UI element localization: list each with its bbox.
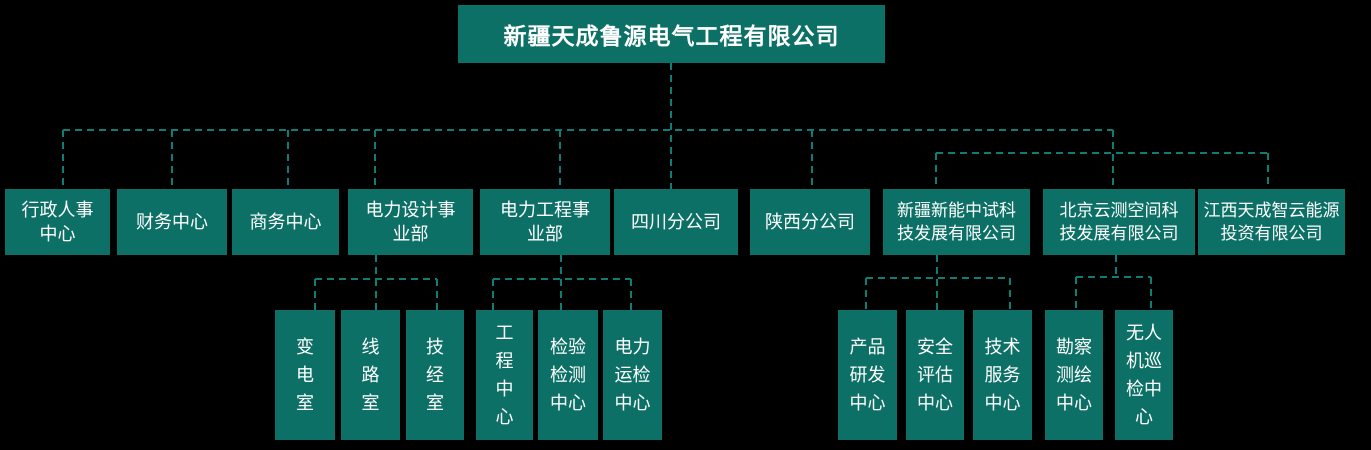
org-node-xinjiang-xinneng-co: 新疆新能中试科 技发展有限公司	[883, 189, 1030, 255]
org-node-survey-mapping-center: 勘察 测绘 中心	[1045, 310, 1103, 440]
org-node-sichuan-branch: 四川分公司	[614, 189, 738, 255]
org-node-product-rd-center: 产品 研发 中心	[838, 310, 897, 440]
org-node-substation-room: 变 电 室	[275, 310, 335, 440]
org-node-beijing-yunce-co: 北京云测空间科 技发展有限公司	[1043, 189, 1195, 255]
org-node-tech-service-center: 技术 服务 中心	[973, 310, 1032, 440]
org-node-finance-center: 财务中心	[117, 189, 227, 255]
org-node-power-ops-center: 电力 运检 中心	[603, 310, 662, 440]
org-node-shaanxi-branch: 陕西分公司	[750, 189, 870, 255]
org-node-jiangxi-zhiyun-co: 江西天成智云能源 投资有限公司	[1198, 189, 1345, 255]
org-node-engineering-center: 工 程 中 心	[476, 310, 533, 440]
org-node-safety-assess-center: 安全 评估 中心	[906, 310, 964, 440]
org-node-inspection-test-center: 检验 检测 中心	[538, 310, 598, 440]
org-node-drone-inspection-center: 无人 机巡 检中 心	[1115, 310, 1173, 440]
org-node-line-room: 线 路 室	[341, 310, 400, 440]
org-node-business-center: 商务中心	[232, 189, 339, 255]
org-node-admin-hr-center: 行政人事 中心	[5, 189, 110, 255]
org-node-root: 新疆天成鲁源电气工程有限公司	[458, 5, 885, 63]
org-node-tech-economy-room: 技 经 室	[406, 310, 464, 440]
org-node-power-design-dept: 电力设计事 业部	[348, 189, 473, 255]
org-node-power-eng-dept: 电力工程事 业部	[480, 189, 610, 255]
